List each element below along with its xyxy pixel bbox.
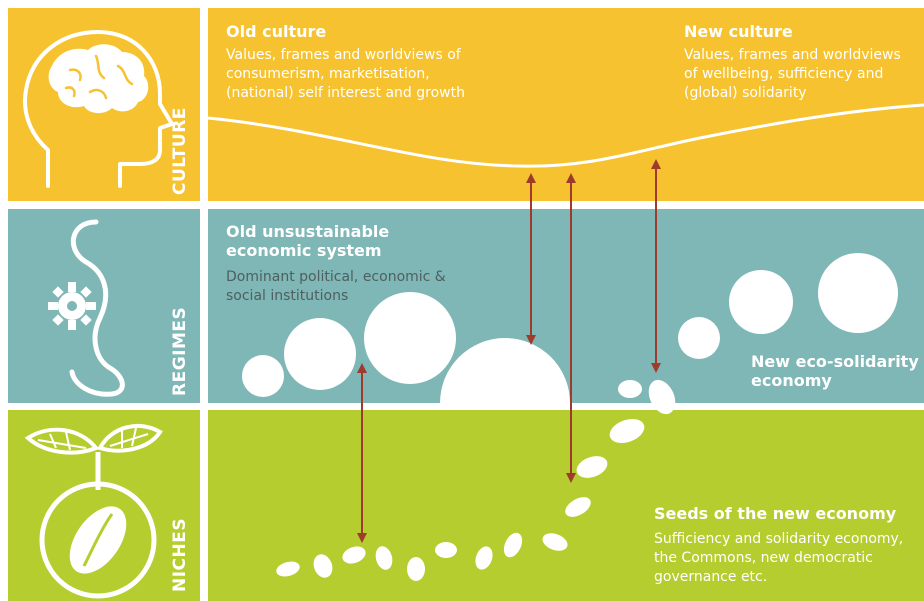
head-brain-icon (23, 30, 174, 188)
old-system-title: Old unsustainable economic system (226, 222, 390, 260)
old-system-desc: Dominant political, economic & social in… (226, 269, 446, 304)
old-culture-desc: Values, frames and worldviews of consume… (226, 47, 465, 101)
new-culture-desc: Values, frames and worldviews of wellbei… (684, 47, 901, 101)
row-label-niches: NICHES (170, 517, 190, 592)
regime-bubbles (242, 253, 898, 415)
row-label-regimes: REGIMES (170, 306, 190, 396)
seeds-desc: Sufficiency and solidarity economy, the … (654, 531, 904, 585)
new-culture-title: New culture (684, 22, 793, 41)
seed-trail (276, 418, 645, 581)
culture-panel (208, 8, 924, 201)
interaction-arrows (357, 159, 661, 543)
gear-dollar-icon (48, 219, 125, 397)
row-label-culture: CULTURE (170, 107, 190, 195)
culture-wave-line (207, 103, 924, 168)
seedling-icon (24, 423, 163, 599)
new-economy-title: New eco-solidarity economy (751, 352, 919, 390)
seeds-title: Seeds of the new economy (654, 504, 897, 523)
old-culture-title: Old culture (226, 22, 327, 41)
